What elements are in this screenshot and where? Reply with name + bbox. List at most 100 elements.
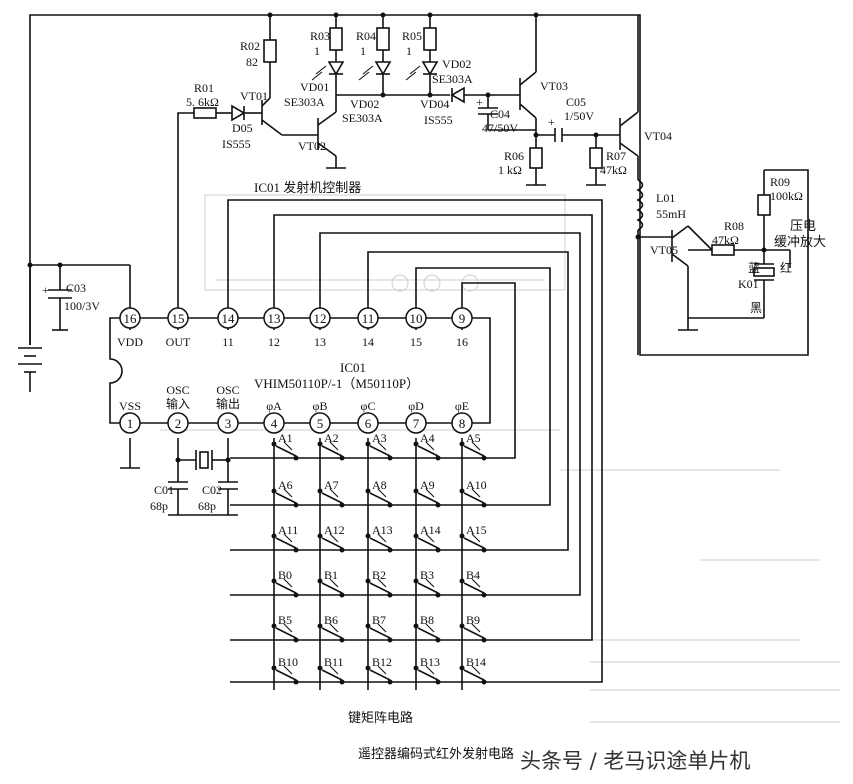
label-d05: D05 [232, 121, 253, 135]
key-label: B0 [278, 568, 292, 582]
key-actuator [329, 488, 339, 498]
key-switch-blade [321, 492, 343, 504]
key-node [317, 665, 323, 671]
key-actuator [283, 488, 293, 498]
key-contact [435, 502, 441, 508]
bottom-pin-label-2: 输入 [166, 396, 190, 411]
battery-symbol [18, 265, 42, 392]
key-label: B1 [324, 568, 338, 582]
key-contact [387, 679, 393, 685]
key-node [317, 441, 323, 447]
key-node [459, 441, 465, 447]
key-switch-blade [275, 627, 297, 639]
ic-part: VHIM50110P/-1（M50110P） [254, 376, 419, 391]
key-actuator [377, 578, 387, 588]
bottom-pin-circle [263, 412, 285, 434]
label-vt01: VT01 [240, 89, 268, 103]
key-actuator [283, 533, 293, 543]
bottom-pin-label: φB [313, 399, 328, 413]
key-node [459, 533, 465, 539]
key-node [317, 623, 323, 629]
key-switch-blade [463, 537, 485, 549]
key-switch-blade [417, 627, 439, 639]
key-switch-blade [369, 537, 391, 549]
key-actuator [283, 578, 293, 588]
key-switch-blade [417, 582, 439, 594]
matrix-columns [273, 438, 463, 690]
key-label: A1 [278, 431, 293, 445]
key-contact [481, 592, 487, 598]
key-contact [339, 455, 345, 461]
top-pin-number: 12 [314, 311, 327, 326]
key-actuator [329, 533, 339, 543]
key-actuator [425, 441, 435, 451]
top-pin-circle [451, 307, 473, 329]
top-pin-label: OUT [166, 335, 191, 349]
key-switch-blade [369, 492, 391, 504]
key-contact [387, 637, 393, 643]
label-r01: R01 [194, 81, 214, 95]
top-pin-circle [217, 307, 239, 329]
label-r06: R06 [504, 149, 524, 163]
key-actuator [377, 441, 387, 451]
label-c04-value: 47/50V [482, 121, 518, 135]
key-node [459, 665, 465, 671]
key-switch-blade [417, 445, 439, 457]
key-node [271, 533, 277, 539]
key-node [459, 488, 465, 494]
label-c02-value: 68p [198, 499, 216, 513]
top-pin-label: 16 [456, 335, 468, 349]
key-contact [435, 679, 441, 685]
label-vt05: VT05 [650, 243, 678, 257]
key-actuator [377, 488, 387, 498]
key-switch-blade [321, 537, 343, 549]
key-switch-blade [369, 445, 391, 457]
top-pin-circle [309, 307, 331, 329]
bottom-pin-circle [451, 412, 473, 434]
top-pin-circle [167, 307, 189, 329]
component-labels: R02 82 R03 1 R04 1 R05 1 R01 5. 6kΩ D05 … [64, 29, 826, 773]
key-label: B10 [278, 655, 298, 669]
bottom-pin-number: 1 [127, 416, 134, 431]
key-node [413, 578, 419, 584]
bottom-pin-number: 3 [225, 416, 232, 431]
key-contact [387, 502, 393, 508]
key-actuator [283, 441, 293, 451]
key-contact [387, 592, 393, 598]
key-switch-blade [321, 445, 343, 457]
bottom-pin-number: 4 [271, 416, 278, 431]
key-switch-blade [321, 582, 343, 594]
top-pin-number: 11 [362, 311, 375, 326]
label-l01: L01 [656, 191, 675, 205]
top-pin-number: 14 [222, 311, 236, 326]
key-node [317, 488, 323, 494]
bottom-pin-label: φD [408, 399, 424, 413]
bottom-pin-circle [217, 412, 239, 434]
key-node [413, 623, 419, 629]
ic-pins: 16VDD15OUT141113121213111410159161VSS2OS… [117, 307, 473, 434]
key-contact [339, 547, 345, 553]
bottom-pin-circle [119, 412, 141, 434]
key-actuator [377, 623, 387, 633]
key-label: B6 [324, 613, 338, 627]
label-r01-value: 5. 6kΩ [186, 95, 219, 109]
bottom-pin-number: 6 [365, 416, 372, 431]
label-r08-value: 47kΩ [712, 233, 739, 247]
key-contact [481, 547, 487, 553]
key-switch-blade [275, 537, 297, 549]
label-c03: C03 [66, 281, 86, 295]
bottom-pin-label: φE [455, 399, 469, 413]
label-c01-value: 68p [150, 499, 168, 513]
buzzer-label-2: 缓冲放大 [774, 234, 826, 249]
key-actuator [377, 533, 387, 543]
key-node [365, 441, 371, 447]
label-r04-value: 1 [360, 44, 366, 58]
key-label: A10 [466, 478, 487, 492]
key-contact [339, 502, 345, 508]
key-switch-blade [369, 627, 391, 639]
top-pin-label: 15 [410, 335, 422, 349]
oscillator-network [120, 438, 238, 516]
key-node [413, 533, 419, 539]
keymatrix-label: 键矩阵电路 [348, 710, 413, 725]
